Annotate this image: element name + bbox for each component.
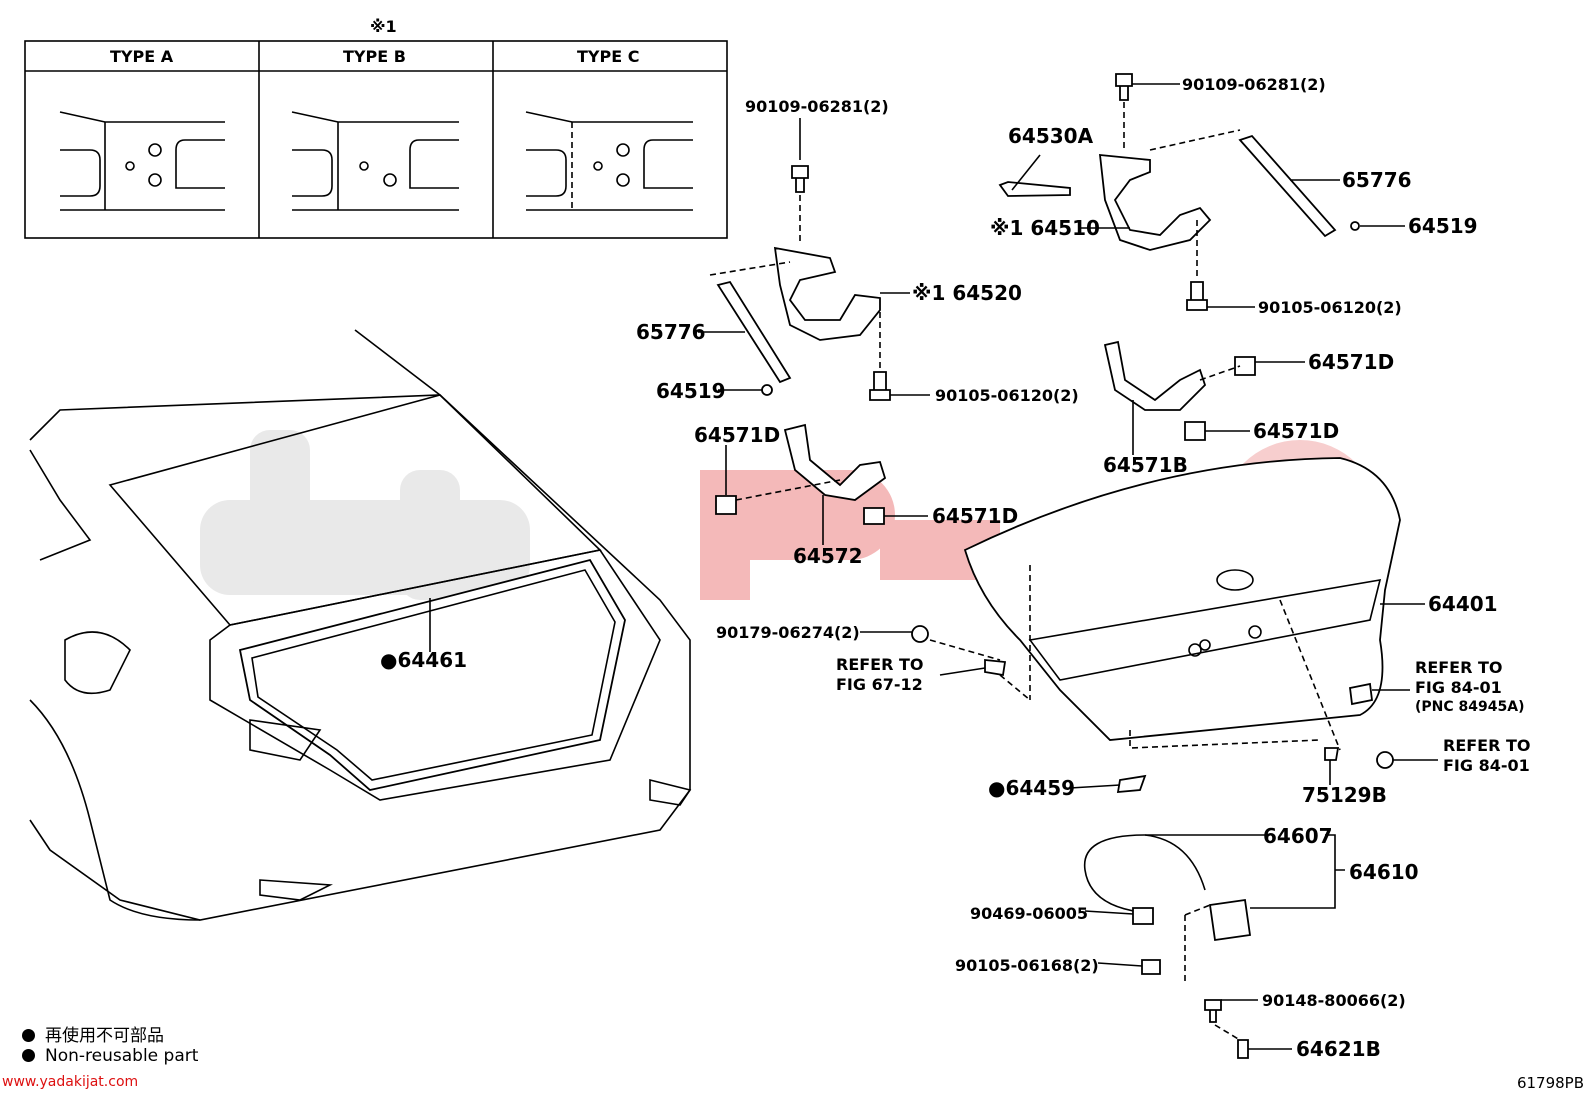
website-watermark: www.yadakijat.com — [2, 1074, 139, 1090]
clip-64571d-a — [715, 495, 737, 515]
label-bolt-90105-06168: 90105-06168(2) — [955, 956, 1099, 975]
cable-64607 — [1083, 834, 1206, 913]
lid-64401 — [963, 457, 1401, 741]
label-clip-64571d-a: 64571D — [694, 423, 780, 447]
screw-90179 — [911, 625, 929, 643]
label-cable-64607: 64607 — [1263, 824, 1333, 848]
footnote-mark: ※1 — [370, 17, 397, 36]
bolt-90105-06168 — [1141, 959, 1161, 975]
cover-left — [783, 423, 887, 501]
label-clip-64571d-b: 64571D — [932, 504, 1018, 528]
label-striker-64621b: 64621B — [1296, 1037, 1381, 1061]
label-clip-64571d-c: 64571D — [1308, 350, 1394, 374]
label-part-75129b: 75129B — [1302, 783, 1387, 807]
clip-left — [761, 384, 773, 396]
label-refer-84b-line2: FIG 84-01 — [1443, 756, 1530, 775]
label-refer-84a-line1: REFER TO — [1415, 658, 1503, 677]
label-weatherstrip: ●64461 — [380, 648, 467, 672]
refer-84a-part — [1349, 682, 1373, 706]
trunk-lid — [963, 457, 1401, 751]
legend-en-text: Non-reusable part — [45, 1046, 199, 1066]
label-refer-67-line2: FIG 67-12 — [836, 675, 923, 694]
label-clip-right: 64519 — [1408, 214, 1478, 238]
striker-64621b — [1237, 1039, 1249, 1059]
lock-64610 — [1208, 898, 1252, 942]
screw-90148 — [1204, 999, 1222, 1023]
legend-ja-text: 再使用不可部品 — [45, 1026, 164, 1046]
bolt-upper-left — [791, 165, 809, 193]
small-parts — [911, 625, 1394, 1059]
bullet-icon — [22, 1029, 35, 1042]
torsion-bar-left — [716, 280, 792, 384]
type-a-label: TYPE A — [110, 47, 174, 66]
label-nut-90469: 90469-06005 — [970, 904, 1088, 923]
pad-64459 — [1116, 774, 1147, 794]
label-torsion-bar-left: 65776 — [636, 320, 706, 344]
nut-90469 — [1132, 907, 1154, 925]
hinge-right — [1098, 153, 1212, 251]
bolt-lower-left — [869, 371, 891, 401]
refer-84b-part — [1376, 751, 1394, 769]
label-clip-left: 64519 — [656, 379, 726, 403]
clip-64571d-d — [1184, 421, 1206, 441]
left-hinge-assembly — [709, 165, 891, 525]
right-hinge-assembly — [998, 73, 1360, 441]
label-rod-64530a: 64530A — [1008, 124, 1094, 148]
label-bolt-upper-right: 90109-06281(2) — [1182, 75, 1326, 94]
leader-lines — [429, 83, 1438, 1050]
label-lock-64610: 64610 — [1349, 860, 1419, 884]
label-hinge-right: ※1 64510 — [990, 216, 1100, 240]
legend-japanese: 再使用不可部品 — [22, 1021, 164, 1046]
label-lid: 64401 — [1428, 592, 1498, 616]
label-bolt-lower-right: 90105-06120(2) — [1258, 298, 1402, 317]
part-labels: 90109-06281(2) 90109-06281(2) 64530A 657… — [380, 75, 1531, 1061]
legend-english: Non-reusable part — [22, 1046, 198, 1066]
type-c-label: TYPE C — [577, 47, 639, 66]
label-cover-right: 64571B — [1103, 453, 1188, 477]
label-refer-84b-line1: REFER TO — [1443, 736, 1531, 755]
clip-right — [1350, 221, 1360, 231]
type-b-label: TYPE B — [343, 47, 406, 66]
label-bolt-upper-left: 90109-06281(2) — [745, 97, 889, 116]
clip-64571d-b — [863, 507, 885, 525]
type-a-illustration — [59, 111, 225, 211]
rod-64530a — [998, 181, 1071, 197]
torsion-bar-right — [1238, 134, 1337, 238]
label-hinge-left: ※1 64520 — [912, 281, 1022, 305]
type-table: ※1 TYPE A TYPE B TYPE C — [24, 17, 728, 239]
label-pad-64459: ●64459 — [988, 776, 1075, 800]
refer-67-part — [984, 659, 1007, 677]
label-clip-64571d-d: 64571D — [1253, 419, 1339, 443]
car-body — [29, 329, 692, 921]
clip-64571d-c — [1234, 356, 1256, 376]
label-refer-84a-line3: (PNC 84945A) — [1415, 699, 1524, 715]
type-b-illustration — [291, 111, 459, 211]
part-75129b — [1324, 747, 1340, 761]
label-bolt-lower-left: 90105-06120(2) — [935, 386, 1079, 405]
cover-right — [1103, 340, 1207, 411]
label-refer-67-line1: REFER TO — [836, 655, 924, 674]
label-cover-left: 64572 — [793, 544, 863, 568]
label-screw-90179: 90179-06274(2) — [716, 623, 860, 642]
type-c-illustration — [525, 111, 693, 211]
bolt-upper-right — [1115, 73, 1133, 101]
bullet-icon — [22, 1049, 35, 1062]
trunk-opening — [238, 558, 626, 791]
label-refer-84a-line2: FIG 84-01 — [1415, 678, 1502, 697]
label-torsion-bar-right: 65776 — [1342, 168, 1412, 192]
hinge-left — [773, 246, 881, 341]
figure-code: 61798PB — [1516, 1074, 1584, 1092]
label-screw-90148: 90148-80066(2) — [1262, 991, 1406, 1010]
bolt-lower-right — [1186, 281, 1208, 311]
